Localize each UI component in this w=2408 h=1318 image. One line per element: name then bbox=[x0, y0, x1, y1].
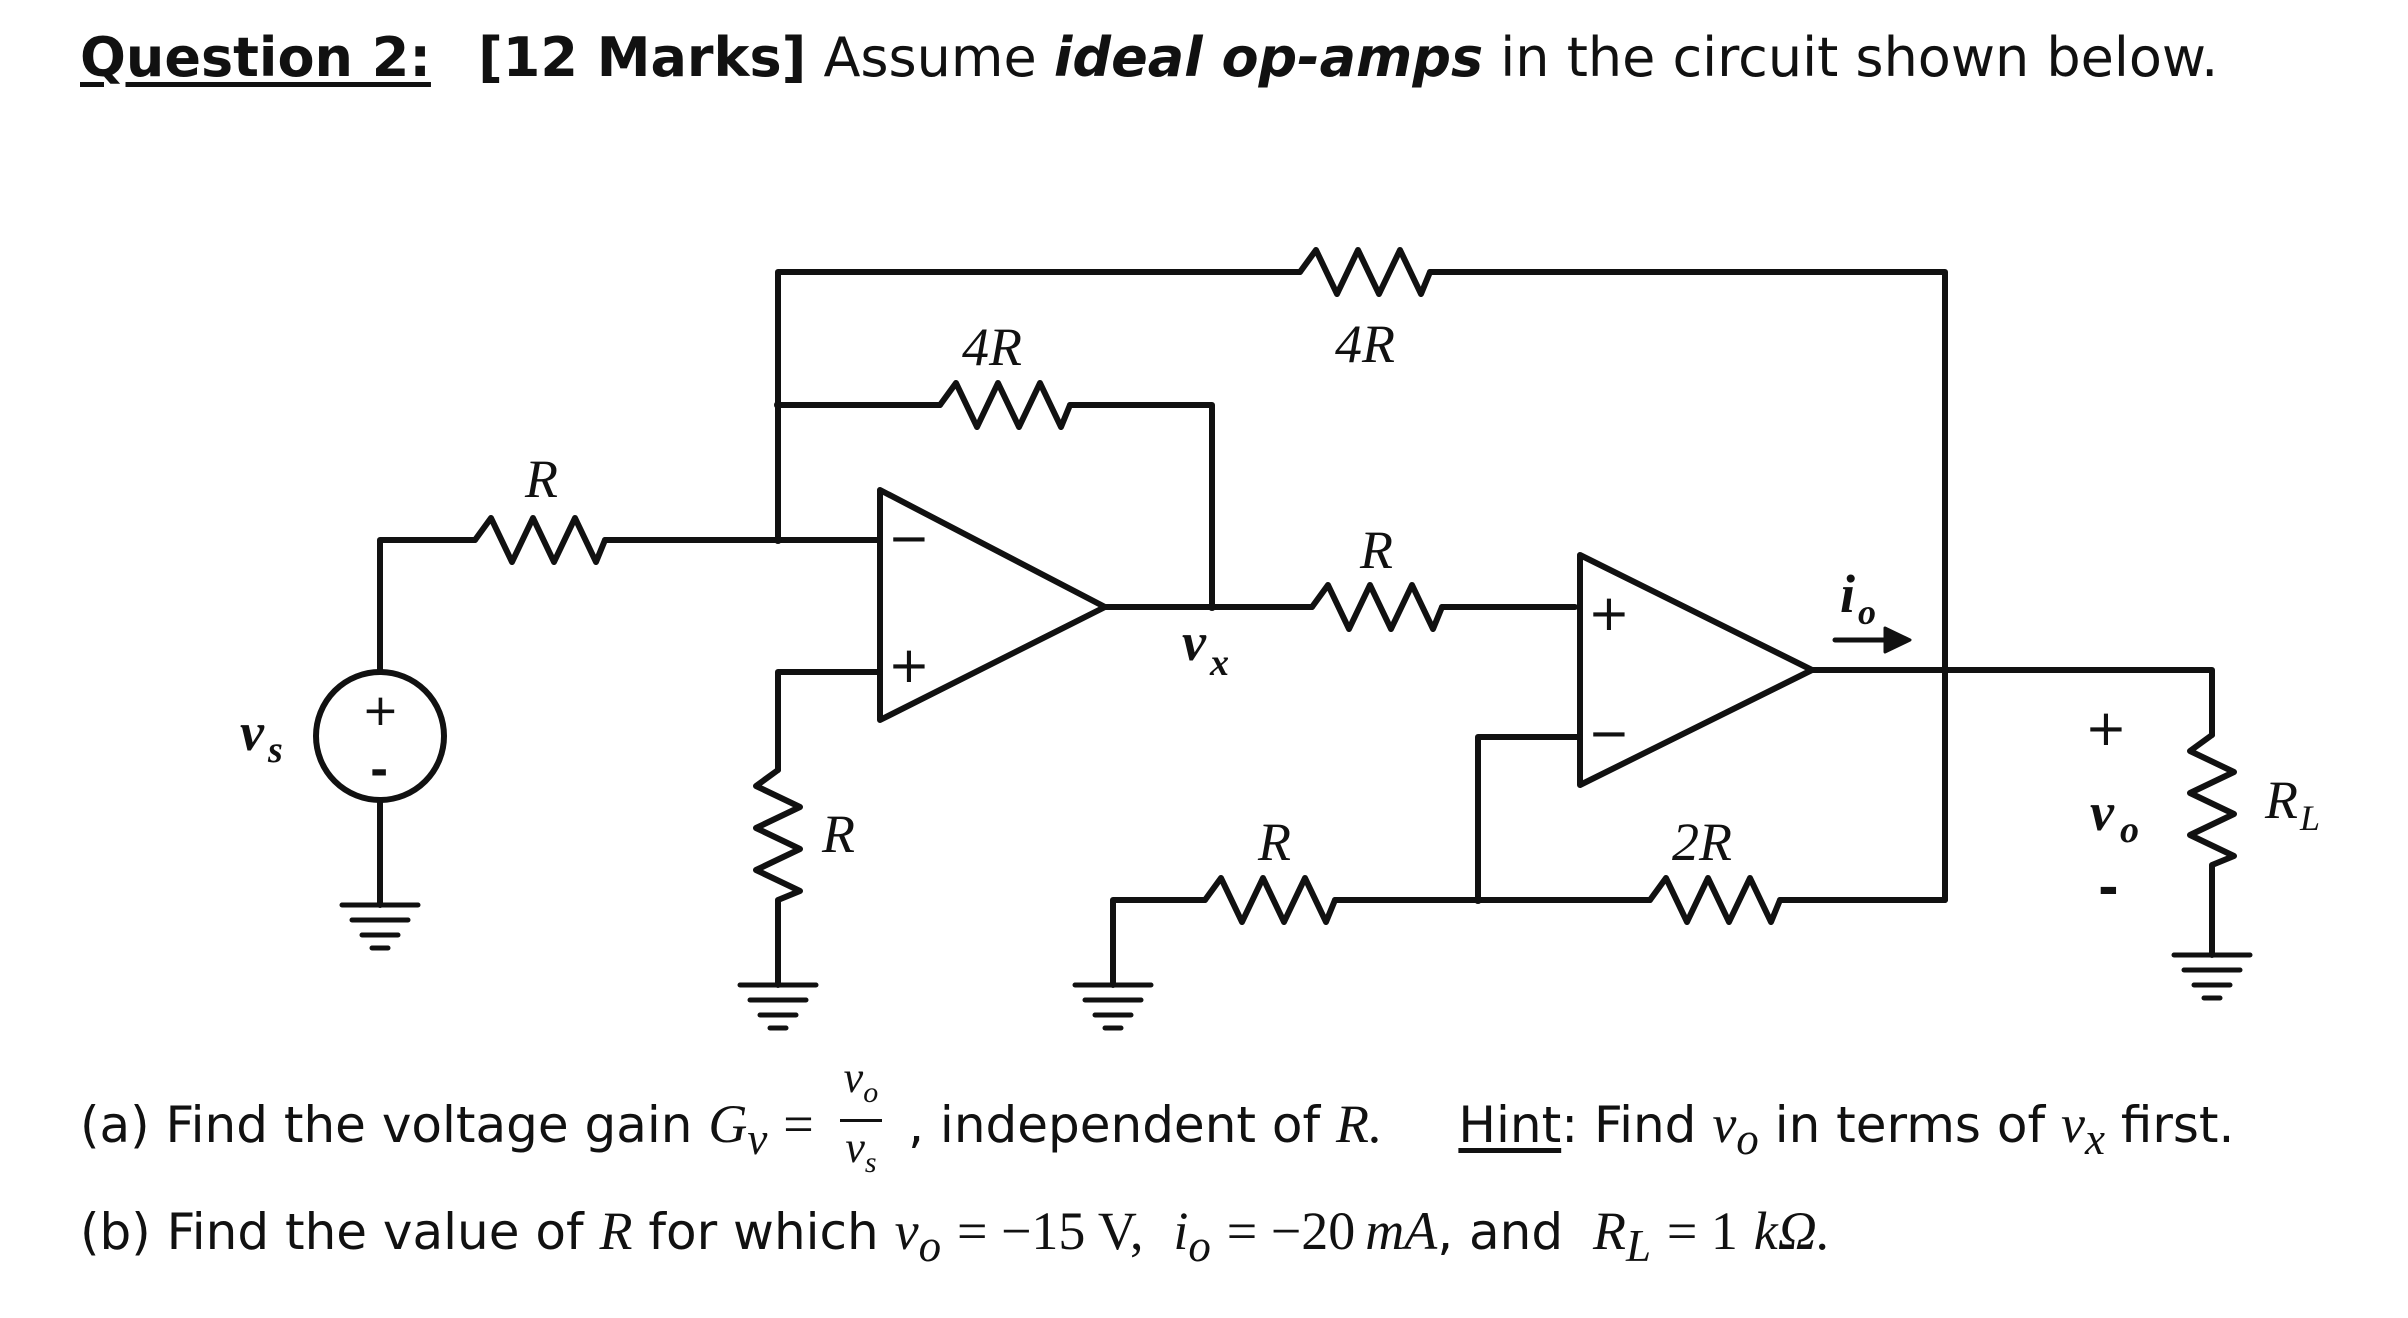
question-marks: [12 Marks] bbox=[478, 26, 807, 89]
heading-emphasis: ideal op-amps bbox=[1053, 26, 1484, 89]
part-a-r: R. bbox=[1335, 1093, 1383, 1154]
label-vo: v o bbox=[2090, 782, 2139, 851]
opamp-1 bbox=[877, 487, 1108, 723]
part-b-io-value: = −20 bbox=[1226, 1201, 1356, 1261]
resistor-inner-4r bbox=[937, 380, 1073, 430]
wire-inv-2 bbox=[1475, 734, 1583, 903]
vo-plus: + bbox=[2085, 699, 2127, 757]
part-b-rl: RL bbox=[1592, 1201, 1651, 1271]
svg-text:L: L bbox=[2299, 798, 2320, 838]
wire-noninv-1 bbox=[775, 669, 883, 773]
label-series-r: R bbox=[1359, 520, 1393, 580]
gain-fraction: vo vs bbox=[839, 1052, 883, 1189]
opamp1-inv-sign: − bbox=[888, 509, 930, 567]
label-vx: v x bbox=[1182, 612, 1229, 684]
part-a: (a) Find the voltage gain Gv = vo vs , i… bbox=[80, 1053, 2235, 1180]
svg-text:o: o bbox=[2120, 809, 2139, 851]
resistor-bottom-r bbox=[1202, 875, 1338, 925]
part-b-rl-unit: kΩ. bbox=[1753, 1201, 1831, 1261]
label-outer-4r: 4R bbox=[1335, 314, 1395, 374]
opamp2-inv-sign: − bbox=[1588, 704, 1630, 762]
label-input-r: R bbox=[524, 449, 558, 509]
resistor-outer-4r bbox=[1297, 247, 1433, 297]
resistor-ground-left-r bbox=[753, 767, 803, 988]
part-b-io: io bbox=[1173, 1201, 1211, 1271]
wire-opamp2-output bbox=[1809, 667, 2215, 738]
gain-symbol: Gv bbox=[708, 1093, 768, 1164]
wire-inner-feedback bbox=[775, 402, 1215, 610]
hint-vx: vx bbox=[2060, 1093, 2105, 1164]
part-b-mid: for which bbox=[648, 1203, 879, 1261]
svg-text:i: i bbox=[1840, 564, 1855, 624]
question-number: Question 2: bbox=[80, 26, 431, 89]
heading-text-post: in the circuit shown below. bbox=[1500, 26, 2219, 89]
part-a-prefix: (a) Find the voltage gain bbox=[80, 1095, 693, 1154]
ground-symbol-bottom bbox=[1072, 982, 1154, 1031]
part-b: (b) Find the value of R for which vo = −… bbox=[80, 1200, 1830, 1272]
part-b-prefix: (b) Find the value of bbox=[80, 1203, 584, 1261]
opamp1-noninv-sign: + bbox=[888, 636, 930, 694]
svg-text:v: v bbox=[1182, 612, 1207, 672]
svg-text:o: o bbox=[1858, 592, 1876, 632]
opamp2-noninv-sign: + bbox=[1588, 584, 1630, 642]
ground-symbol-load bbox=[2171, 952, 2253, 1001]
svg-text:v: v bbox=[2090, 782, 2115, 842]
part-b-io-unit: mA bbox=[1365, 1201, 1438, 1261]
question-heading: Question 2: [12 Marks] Assume ideal op-a… bbox=[80, 26, 2218, 89]
hint: Hint: bbox=[1458, 1095, 1579, 1154]
hint-text-2: in terms of bbox=[1774, 1095, 2046, 1154]
label-feedback-2r: 2R bbox=[1672, 812, 1732, 872]
ground-symbol-source bbox=[339, 902, 421, 951]
label-bottom-r: R bbox=[1257, 812, 1291, 872]
wire-outer-feedback bbox=[775, 269, 1948, 903]
resistor-feedback-2r bbox=[1647, 875, 1783, 925]
ground-symbol-left-r bbox=[737, 982, 819, 1031]
hint-vo: vo bbox=[1712, 1093, 1759, 1164]
svg-text:x: x bbox=[1209, 642, 1229, 684]
svg-text:s: s bbox=[267, 729, 283, 771]
label-ground-left-r: R bbox=[821, 804, 855, 864]
io-arrow-head bbox=[1883, 626, 1912, 654]
label-inner-4r: 4R bbox=[962, 317, 1022, 377]
part-b-and: , and bbox=[1437, 1203, 1564, 1261]
part-b-vo: vo bbox=[894, 1201, 942, 1271]
vo-minus: - bbox=[2098, 859, 2119, 917]
part-a-comma: , bbox=[908, 1095, 925, 1154]
label-load: R L bbox=[2264, 770, 2320, 838]
source-plus: + bbox=[362, 685, 399, 736]
resistor-load bbox=[2187, 732, 2237, 958]
part-b-r: R bbox=[599, 1201, 633, 1261]
label-vs: v s bbox=[240, 702, 283, 771]
part-b-vo-value: = −15 V, bbox=[957, 1201, 1144, 1261]
part-b-rl-value: = 1 bbox=[1666, 1201, 1738, 1261]
svg-text:R: R bbox=[2264, 770, 2298, 830]
label-io: i o bbox=[1840, 564, 1876, 632]
circuit-diagram: R 4R 4R R R R 2R R L v s v x v o i o + -… bbox=[240, 247, 2320, 1031]
part-a-mid: independent of bbox=[939, 1095, 1321, 1154]
svg-text:v: v bbox=[240, 702, 265, 762]
heading-text-pre: Assume bbox=[823, 26, 1037, 89]
wire-input bbox=[377, 537, 883, 675]
resistor-series-r bbox=[1309, 582, 1445, 632]
hint-text-3: first. bbox=[2120, 1095, 2235, 1154]
hint-text-1: Find bbox=[1593, 1095, 1697, 1154]
resistor-input-r bbox=[472, 515, 608, 565]
source-minus: - bbox=[370, 745, 388, 796]
opamp-2 bbox=[1577, 552, 1815, 788]
gain-equals: = bbox=[783, 1093, 814, 1154]
